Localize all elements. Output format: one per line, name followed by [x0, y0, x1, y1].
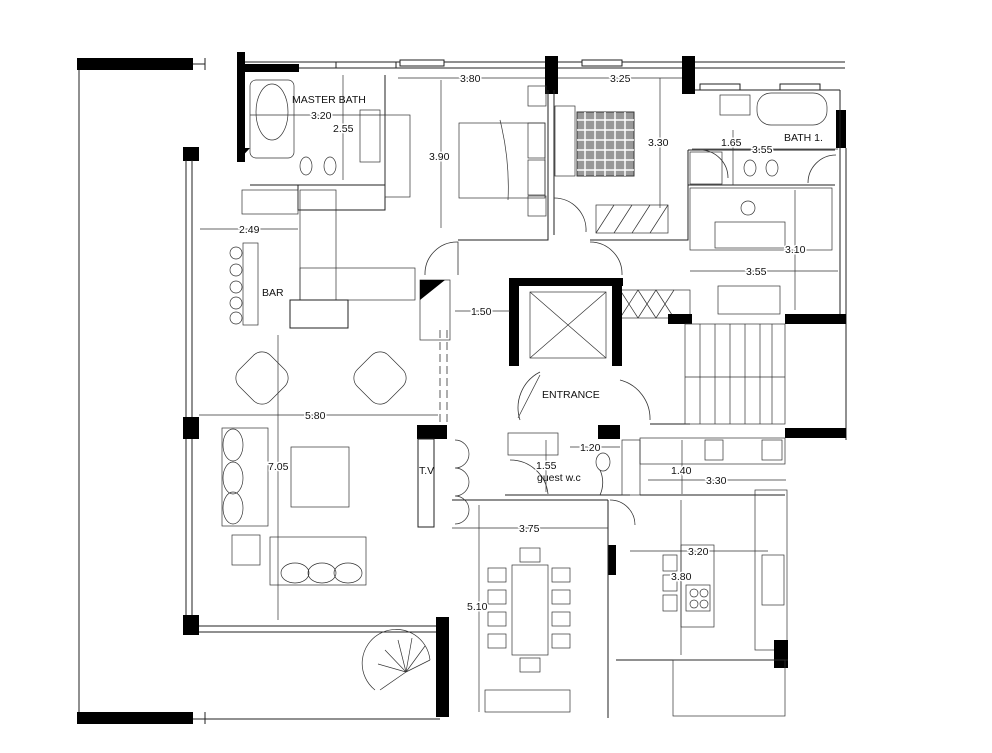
kitchen: [608, 437, 788, 717]
dimension-labels: 3.20 2.55 3.80 3.25 3.90 3.30 1.65 3.55 …: [238, 72, 808, 615]
second-bed: [554, 105, 635, 177]
label-tv: T.V: [419, 465, 434, 477]
living-furniture: [221, 351, 407, 586]
dim-wc-width: 1.20: [580, 442, 601, 454]
main-staircase: [668, 314, 846, 438]
master-bed: [458, 85, 547, 217]
terrace-outline: [77, 58, 440, 724]
dim-wc-depth: 1.55: [536, 460, 557, 472]
label-bath-1: BATH 1.: [784, 132, 823, 144]
dim-bath1-width: 3.55: [752, 144, 773, 156]
dim-bath1-depth: 1.65: [721, 137, 742, 149]
dining: [452, 499, 609, 718]
dim-study-width: 3.55: [746, 266, 767, 278]
dim-dining-depth: 5.10: [467, 601, 488, 613]
dim-dining-width: 3.75: [519, 523, 540, 535]
label-bar: BAR: [262, 287, 284, 299]
spiral-staircase: [361, 629, 431, 691]
dim-corridor-width: 1.50: [471, 306, 492, 318]
master-bath-fixtures: [241, 79, 416, 301]
core: [509, 278, 690, 439]
bar-counter: [229, 242, 451, 341]
dim-kitchen-depth: 3.80: [671, 571, 692, 583]
dim-bed2-width: 3.25: [610, 73, 631, 85]
label-master-bath: MASTER BATH: [292, 94, 366, 106]
label-guest-wc: guest w.c: [537, 472, 581, 484]
room-labels: MASTER BATH BATH 1. BAR ENTRANCE T.V gue…: [262, 94, 823, 484]
dim-bar-width: 2.49: [239, 224, 260, 236]
exterior-walls: [183, 52, 847, 717]
dim-master-bath-depth: 2.55: [333, 123, 354, 135]
dim-living-depth: 7.05: [268, 461, 289, 473]
dimension-lines: [199, 75, 838, 712]
dim-master-bed-width: 3.80: [460, 73, 481, 85]
dim-living-width: 5.80: [305, 410, 326, 422]
dim-bed2-depth: 3.30: [648, 137, 669, 149]
dim-master-bath-width: 3.20: [311, 110, 332, 122]
bath1-fixtures: [689, 92, 828, 315]
dim-kitchen-upper-width: 3.30: [706, 475, 727, 487]
dim-kitchen-width: 3.20: [688, 546, 709, 558]
label-entrance: ENTRANCE: [542, 389, 600, 401]
dim-kitchen-upper-depth: 1.40: [671, 465, 692, 477]
dim-study-depth: 3.10: [785, 244, 806, 256]
dim-master-bed-depth: 3.90: [429, 151, 450, 163]
guest-wc: [505, 432, 630, 496]
